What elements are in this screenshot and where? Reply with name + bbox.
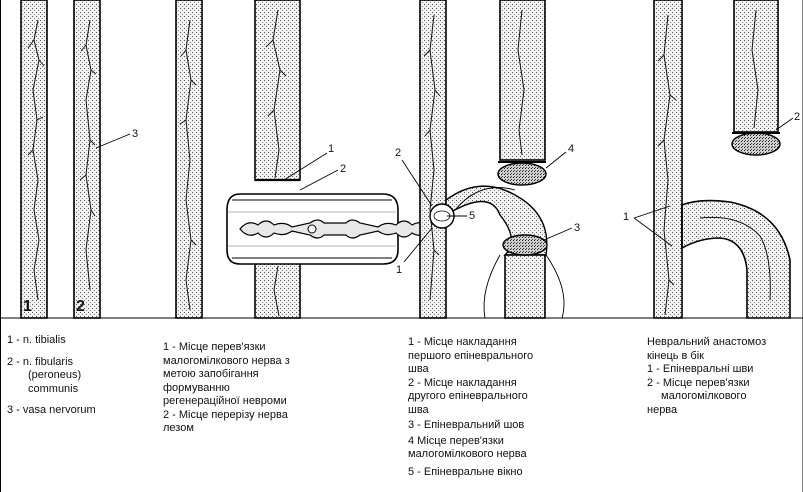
legend-line: шва bbox=[408, 363, 533, 377]
legend-line: Невральний анастомоз bbox=[647, 336, 766, 350]
legend-line: 4 Місце перев'язки bbox=[408, 435, 533, 449]
legend-line: 2 - Місце перев'язки bbox=[647, 377, 766, 391]
panel2-legend: 1 - Місце перев'язки малогомілкового нер… bbox=[163, 341, 290, 436]
legend-line: першого епіневрального bbox=[408, 350, 533, 364]
legend-line: 1 - Місце перев'язки bbox=[163, 341, 290, 355]
panel2-label-1: 1 bbox=[328, 143, 334, 155]
panel3-label-1: 1 bbox=[396, 264, 402, 276]
legend-line: малогомілкового нерва bbox=[408, 448, 533, 462]
panel3-label-5: 5 bbox=[469, 210, 475, 222]
panel1-leader-3 bbox=[96, 134, 130, 148]
legend-line: 3 - Епіневральний шов bbox=[408, 419, 533, 433]
legend-line: другого епіневрального bbox=[408, 390, 533, 404]
panel3-nerves bbox=[420, 0, 564, 318]
panel1-nerves bbox=[21, 0, 100, 318]
panel4-legend: Невральний анастомоз кінець в бік 1 - Еп… bbox=[647, 336, 766, 417]
legend-line: 2 - Місце перерізу нерва bbox=[163, 409, 290, 423]
panel3-legend: 1 - Місце накладання першого епіневральн… bbox=[408, 336, 533, 479]
legend-line: малогомілкового bbox=[647, 390, 766, 404]
legend-line: 2 - n. fibularis bbox=[7, 356, 96, 370]
legend-line: регенераційної невроми bbox=[163, 395, 290, 409]
panel3-label-4: 4 bbox=[568, 143, 574, 155]
panel1-legend: 1 - n. tibialis 2 - n. fibularis (perone… bbox=[7, 334, 96, 418]
legend-line: 2 - Місце накладання bbox=[408, 377, 533, 391]
legend-line: лезом bbox=[163, 422, 290, 436]
panel1-bottom-label-2: 2 bbox=[76, 298, 85, 315]
legend-line: (peroneus) bbox=[7, 369, 96, 383]
legend-line: метою запобігання bbox=[163, 368, 290, 382]
panel2-label-2: 2 bbox=[340, 163, 346, 175]
legend-line: малогомілкового нерва з bbox=[163, 355, 290, 369]
panel4-label-2: 2 bbox=[794, 111, 800, 123]
panel4-nerves bbox=[654, 0, 790, 318]
panel4-label-1: 1 bbox=[623, 211, 629, 223]
panel3-label-2: 2 bbox=[395, 147, 401, 159]
panel2-nerves bbox=[176, 0, 300, 318]
legend-line: шва bbox=[408, 404, 533, 418]
legend-line: нерва bbox=[647, 404, 766, 418]
panel1-label-3: 3 bbox=[132, 128, 138, 140]
legend-line: формуванню bbox=[163, 382, 290, 396]
legend-line: communis bbox=[7, 383, 96, 397]
legend-line: 5 - Епіневральне вікно bbox=[408, 466, 533, 480]
panel3-label-3: 3 bbox=[574, 222, 580, 234]
legend-line: 1 - n. tibialis bbox=[7, 334, 96, 348]
legend-line: 1 - Епіневральні шви bbox=[647, 363, 766, 377]
legend-line: 1 - Місце накладання bbox=[408, 336, 533, 350]
panel1-bottom-label-1: 1 bbox=[23, 298, 32, 315]
legend-line: кінець в бік bbox=[647, 350, 766, 364]
razor-blade bbox=[227, 194, 430, 264]
legend-line: 3 - vasa nervorum bbox=[7, 404, 96, 418]
